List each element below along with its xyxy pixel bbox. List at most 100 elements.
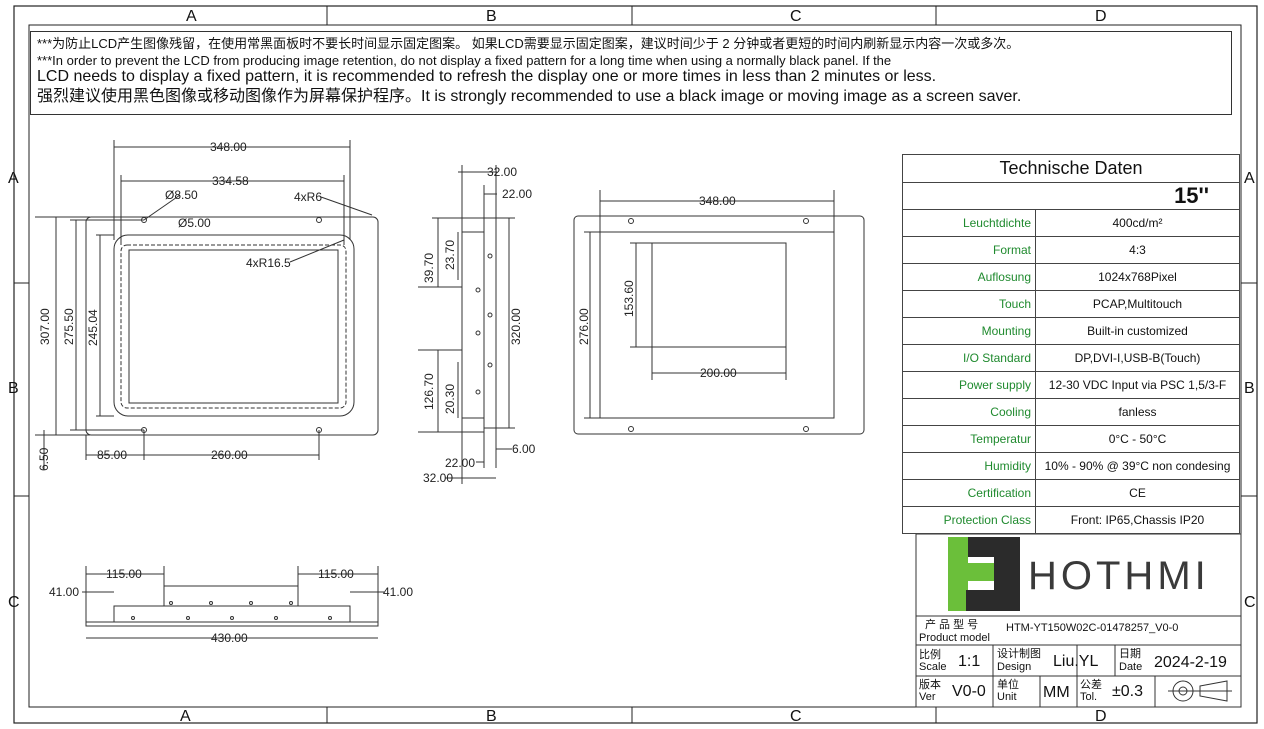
spec-value: CE [1035, 479, 1240, 507]
notes-box: ***为防止LCD产生图像残留，在使用常黑面板时不要长时间显示固定图案。 如果L… [30, 31, 1232, 115]
inner-frame [28, 24, 1242, 708]
zone-label-row: A [8, 170, 19, 187]
dim-label: Ø8.50 [165, 188, 198, 202]
spec-key: Leuchtdichte [902, 209, 1036, 237]
date-label-cn: 日期 [1119, 648, 1141, 660]
spec-key: Mounting [902, 317, 1036, 345]
dim-label: 32.00 [423, 471, 453, 485]
spec-value: 400cd/m² [1035, 209, 1240, 237]
dim-label: 6.50 [37, 447, 51, 471]
dim-label: 307.00 [38, 308, 52, 345]
dim-label: 85.00 [97, 448, 127, 462]
spec-value: 12-30 VDC Input via PSC 1,5/3-F [1035, 371, 1240, 399]
spec-key: Format [902, 236, 1036, 264]
dim-label: Ø5.00 [178, 216, 211, 230]
spec-value: 1024x768Pixel [1035, 263, 1240, 291]
spec-key: Cooling [902, 398, 1036, 426]
ver-label-en: Ver [919, 691, 936, 703]
logo-wordmark: HOTHMI [1028, 554, 1210, 598]
ver-value: V0-0 [952, 683, 986, 700]
dim-label: 153.60 [622, 280, 636, 317]
zone-label-col: D [1095, 708, 1107, 725]
model-label-cn: 产 品 型 号 [925, 619, 979, 631]
date-value: 2024-2-19 [1154, 654, 1227, 671]
model-value: HTM-YT150W02C-01478257_V0-0 [1006, 622, 1179, 634]
zone-label-col: B [486, 708, 497, 725]
dim-label: 23.70 [443, 240, 457, 270]
dim-label: 4xR6 [294, 190, 322, 204]
dim-label: 22.00 [502, 187, 532, 201]
dim-label: 4xR16.5 [246, 256, 291, 270]
spec-value: fanless [1035, 398, 1240, 426]
dim-label: 115.00 [318, 567, 354, 581]
design-label-cn: 设计制图 [997, 648, 1041, 660]
date-label-en: Date [1119, 661, 1143, 673]
unit-label-cn: 单位 [997, 679, 1019, 691]
dim-label: 260.00 [211, 448, 248, 462]
spec-key: Protection Class [902, 506, 1036, 534]
note-line: LCD needs to display a fixed pattern, it… [37, 68, 937, 85]
zone-label-col: C [790, 708, 802, 725]
spec-value: 10% - 90% @ 39°C non condesing [1035, 452, 1240, 480]
designer-value: Liu.YL [1053, 653, 1099, 670]
dim-label: 32.00 [487, 165, 517, 179]
spec-key: Humidity [902, 452, 1036, 480]
dim-label: 39.70 [422, 253, 436, 283]
dim-label: 348.00 [699, 194, 736, 208]
spec-value: 4:3 [1035, 236, 1240, 264]
spec-key: Temperatur [902, 425, 1036, 453]
dim-label: 41.00 [49, 585, 79, 599]
unit-label-en: Unit [997, 691, 1017, 703]
dim-label: 22.00 [445, 456, 475, 470]
zone-label-col: D [1095, 8, 1107, 25]
projection-symbol [1168, 680, 1232, 702]
front-view [35, 140, 379, 470]
zone-label-col: A [180, 708, 191, 725]
zone-label-row: A [1244, 170, 1255, 187]
note-line: ***In order to prevent the LCD from prod… [37, 53, 892, 68]
spec-key: I/O Standard [902, 344, 1036, 372]
back-view [573, 190, 865, 435]
dim-label: 275.50 [62, 308, 76, 345]
side-view [418, 165, 515, 484]
spec-value: Built-in customized [1035, 317, 1240, 345]
scale-label-en: Scale [919, 661, 947, 673]
dim-label: 115.00 [106, 567, 142, 581]
zone-label-row: C [1244, 594, 1256, 611]
dim-label: 6.00 [512, 442, 536, 456]
spec-size: 15'' [902, 182, 1240, 210]
bottom-view [82, 566, 384, 639]
spec-value: PCAP,Multitouch [1035, 290, 1240, 318]
dim-label: 430.00 [211, 631, 248, 645]
spec-value: DP,DVI-I,USB-B(Touch) [1035, 344, 1240, 372]
model-label-en: Product model [919, 632, 990, 644]
spec-key: Auflosung [902, 263, 1036, 291]
spec-title: Technische Daten [902, 154, 1240, 183]
dim-label: 348.00 [210, 140, 247, 154]
dim-label: 320.00 [509, 308, 523, 345]
dim-label: 276.00 [577, 308, 591, 345]
dim-label: 41.00 [383, 585, 413, 599]
zone-label-col: B [486, 8, 497, 25]
design-label-en: Design [997, 661, 1032, 673]
dim-label: 200.00 [700, 366, 737, 380]
note-line: ***为防止LCD产生图像残留，在使用常黑面板时不要长时间显示固定图案。 如果L… [37, 36, 1020, 51]
spec-key: Power supply [902, 371, 1036, 399]
zone-label-row: B [1244, 380, 1255, 397]
spec-value: Front: IP65,Chassis IP20 [1035, 506, 1240, 534]
scale-value: 1:1 [958, 653, 981, 670]
tol-label-en: Tol. [1080, 691, 1098, 703]
tol-value: ±0.3 [1112, 683, 1144, 700]
dim-label: 20.30 [443, 384, 457, 414]
unit-value: MM [1043, 684, 1070, 701]
title-block-grid [915, 533, 1242, 708]
zone-label-col: C [790, 8, 802, 25]
zone-label-row: C [8, 594, 20, 611]
scale-label-cn: 比例 [919, 649, 941, 661]
dim-label: 245.04 [86, 309, 100, 346]
hothmi-logo-mark [948, 537, 1020, 611]
zone-label-col: A [186, 8, 197, 25]
zone-label-row: B [8, 380, 19, 397]
note-line: 强烈建议使用黑色图像或移动图像作为屏幕保护程序。It is strongly r… [37, 88, 1022, 105]
